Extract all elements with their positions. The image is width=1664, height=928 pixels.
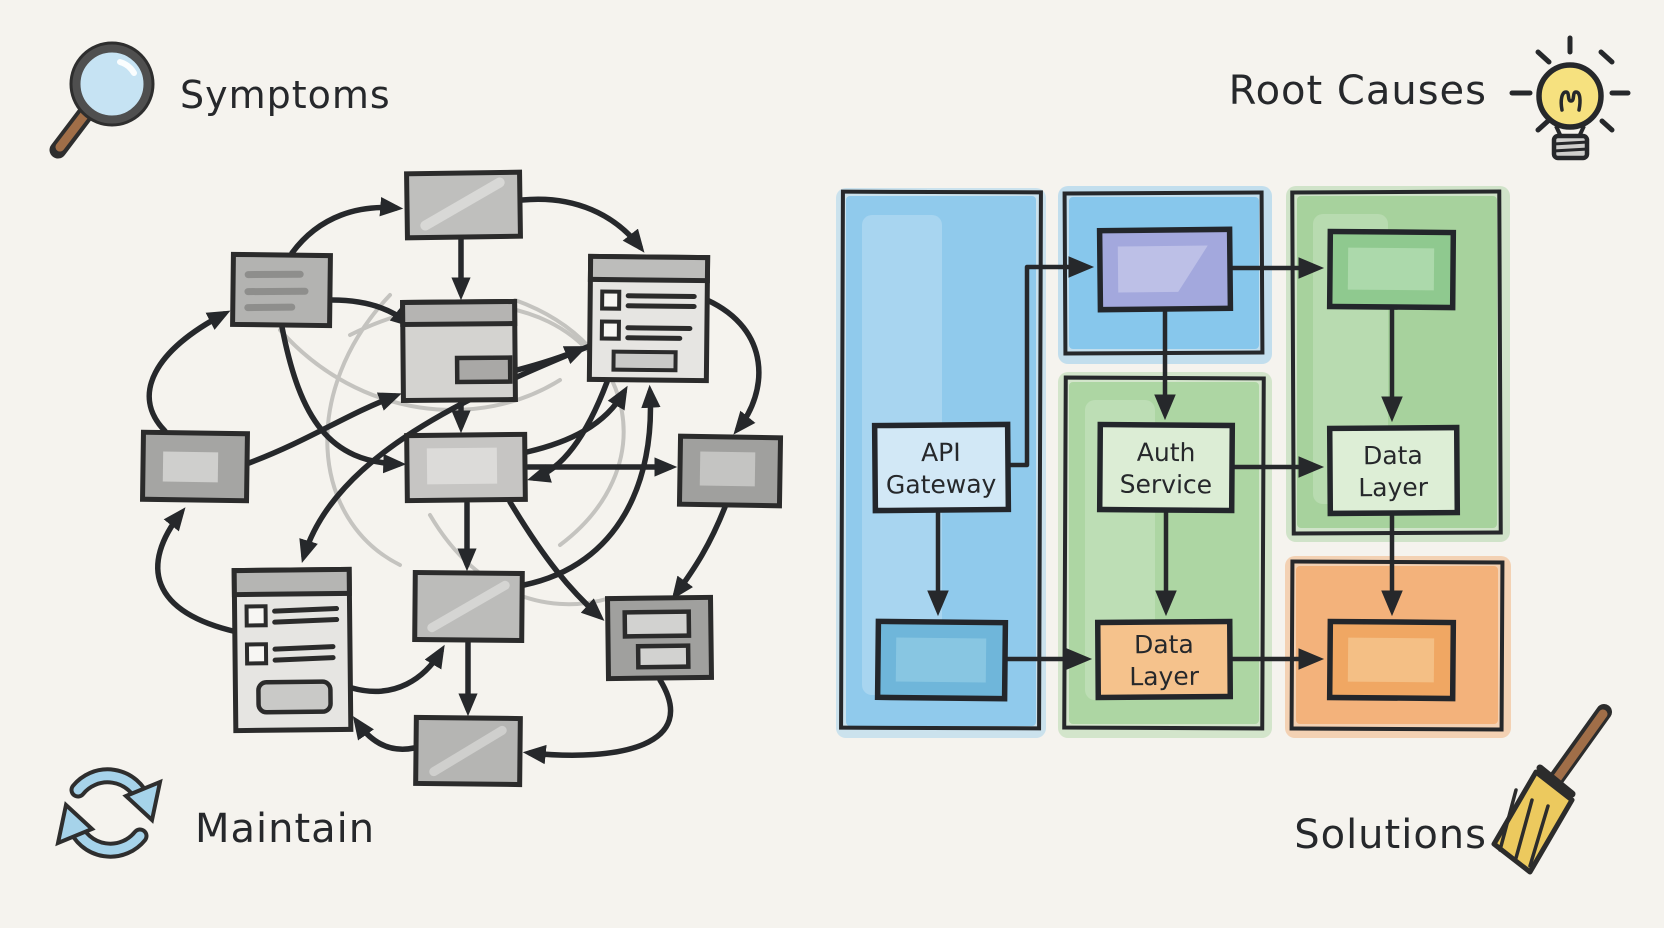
arrow — [349, 644, 445, 695]
messy-node-upper-left — [230, 251, 333, 329]
auth-service-label-line2: Service — [1120, 470, 1213, 500]
heading-solutions: Solutions — [1294, 704, 1612, 875]
heading-root-causes: Root Causes — [1229, 35, 1631, 161]
root-causes-label: Root Causes — [1229, 68, 1487, 114]
cycle-arrows-icon — [55, 767, 163, 859]
arrow — [289, 197, 404, 256]
arrow — [671, 504, 728, 600]
arrow — [352, 716, 417, 752]
arrow — [514, 346, 588, 373]
messy-node-center — [404, 431, 528, 504]
arrow — [299, 342, 595, 563]
arrow — [155, 507, 240, 635]
messy-node-bottom — [413, 714, 523, 788]
messy-architecture-diagram — [139, 169, 784, 788]
maintain-label: Maintain — [195, 806, 375, 852]
messy-node-bottom-right — [604, 594, 715, 682]
data-layer-middle-label-line1: Data — [1134, 630, 1194, 659]
flow-arrows — [927, 256, 1403, 670]
arrow — [246, 392, 402, 466]
arrow — [524, 385, 628, 455]
data-layer-middle-label-line2: Layer — [1129, 662, 1200, 691]
broom-icon — [1491, 704, 1612, 875]
auth-service-node: Auth Service — [1096, 421, 1236, 514]
data-layer-right-label-line2: Layer — [1358, 473, 1429, 502]
flow-arrow-gateway-to-purple — [1005, 256, 1095, 468]
data-layer-right-label-line1: Data — [1363, 441, 1423, 470]
heading-maintain: Maintain — [55, 767, 375, 859]
messy-node-document — [231, 566, 354, 734]
messy-node-bottom-center — [412, 570, 525, 643]
solutions-label: Solutions — [1294, 812, 1487, 858]
orange-bottom-node — [1326, 618, 1457, 702]
arrow — [507, 499, 605, 621]
data-layer-right-node: Data Layer — [1326, 424, 1461, 517]
messy-node-browser-right — [586, 253, 711, 384]
tangle-arrows — [146, 196, 762, 765]
arrow — [521, 384, 661, 588]
arrow — [527, 379, 610, 483]
messy-node-top — [404, 169, 523, 241]
data-layer-middle-node: Data Layer — [1094, 618, 1234, 701]
purple-node — [1096, 226, 1234, 313]
arrow — [146, 310, 231, 434]
auth-service-label-line1: Auth — [1137, 438, 1196, 467]
api-gateway-label-line2: Gateway — [886, 470, 997, 500]
api-gateway-label-line1: API — [921, 438, 961, 467]
green-top-node — [1326, 228, 1457, 311]
heading-symptoms: Symptoms — [49, 41, 391, 159]
symptoms-label: Symptoms — [180, 73, 391, 117]
messy-node-right — [676, 433, 784, 509]
lightbulb-icon — [1509, 35, 1631, 161]
arrow — [522, 677, 674, 765]
gateway-lower-node — [874, 618, 1009, 702]
messy-node-center-top — [400, 298, 518, 404]
magnifying-glass-icon — [49, 41, 155, 159]
arrow — [704, 297, 762, 435]
arrow — [519, 196, 645, 253]
api-gateway-node: API Gateway — [871, 421, 1012, 514]
clean-architecture-diagram: API Gateway Auth Service Data Layer — [836, 186, 1511, 738]
messy-node-left — [139, 429, 250, 504]
